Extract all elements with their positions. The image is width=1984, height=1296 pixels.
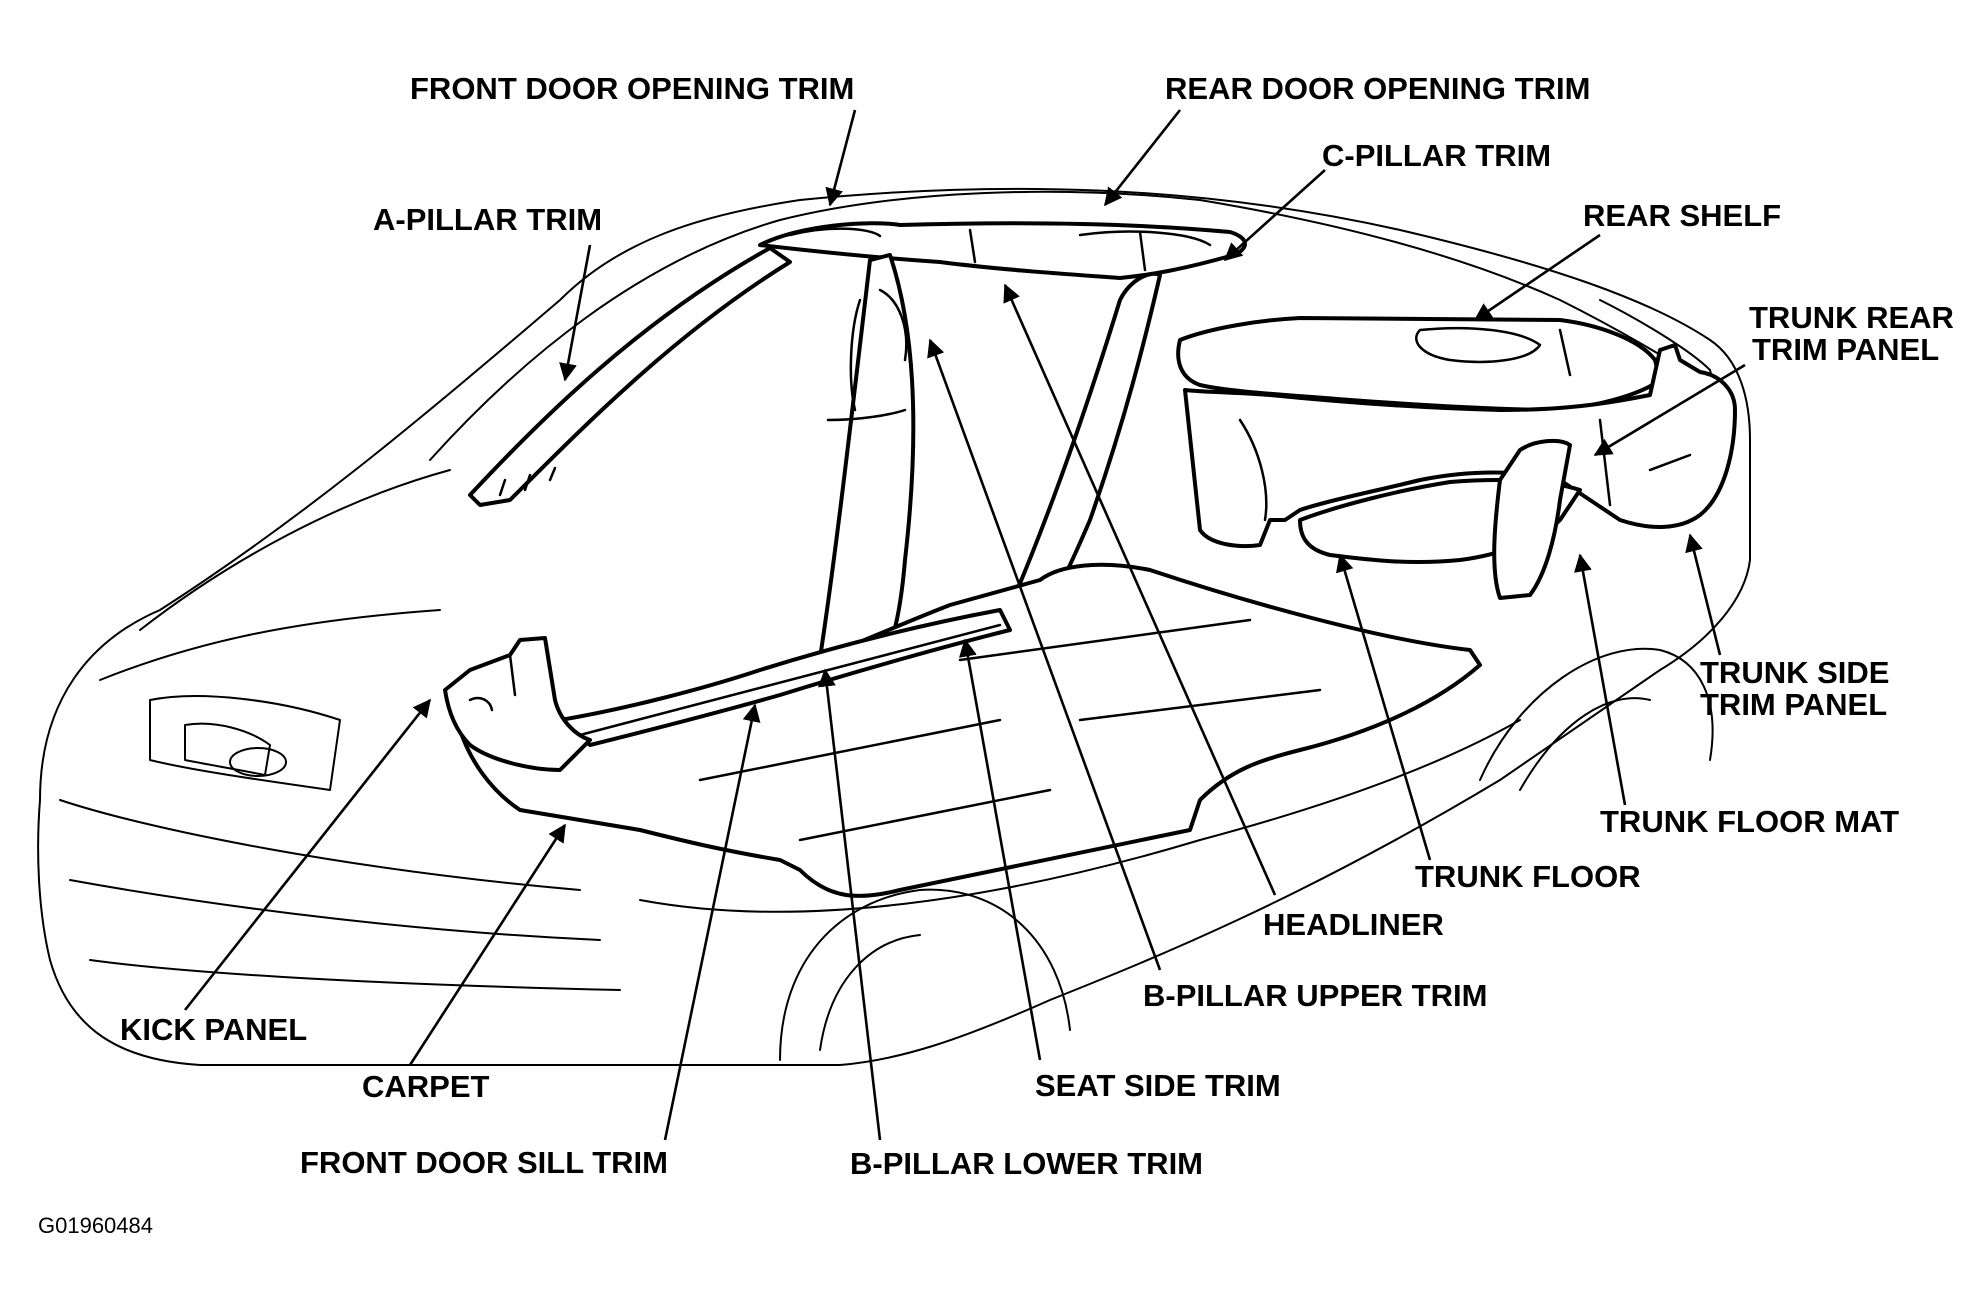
label-trunk-side-trim-panel-line1: TRUNK SIDE	[1700, 655, 1889, 690]
label-trunk-rear-trim-panel-line1: TRUNK REAR	[1749, 300, 1954, 335]
leader-trunk-rear-trim-panel	[1593, 363, 1746, 457]
label-trunk-floor: TRUNK FLOOR	[1415, 859, 1641, 894]
label-front-door-sill-trim: FRONT DOOR SILL TRIM	[300, 1145, 668, 1180]
b-pillar-trim-part	[818, 253, 916, 682]
leader-trunk-floor	[1336, 553, 1432, 861]
leader-seat-side-trim	[959, 638, 1042, 1061]
label-front-door-opening-trim: FRONT DOOR OPENING TRIM	[410, 71, 854, 106]
label-seat-side-trim: SEAT SIDE TRIM	[1035, 1068, 1281, 1103]
leader-headliner	[1003, 283, 1277, 896]
leader-rear-door-opening-trim	[1103, 109, 1182, 207]
headliner-part	[758, 221, 1247, 280]
label-c-pillar-trim: C-PILLAR TRIM	[1322, 138, 1551, 173]
leader-kick-panel	[183, 698, 432, 1011]
label-b-pillar-lower-trim: B-PILLAR LOWER TRIM	[850, 1146, 1203, 1181]
leader-front-door-sill-trim	[663, 703, 761, 1141]
kick-panel-part	[443, 636, 592, 772]
leader-trunk-side-trim-panel	[1685, 533, 1722, 656]
leader-lines	[183, 109, 1746, 1141]
leader-b-pillar-upper-trim	[927, 338, 1162, 971]
label-trunk-rear-trim-panel-line2: TRIM PANEL	[1752, 332, 1939, 367]
leader-b-pillar-lower-trim	[817, 668, 882, 1141]
leader-trunk-floor-mat	[1574, 553, 1627, 806]
leader-carpet	[408, 823, 567, 1066]
leader-a-pillar-trim	[559, 244, 592, 382]
car-body-outline	[37, 187, 1751, 1066]
label-kick-panel: KICK PANEL	[120, 1012, 307, 1047]
labels: FRONT DOOR OPENING TRIM REAR DOOR OPENIN…	[38, 71, 1954, 1238]
a-pillar-trim-part	[468, 246, 792, 507]
leader-c-pillar-trim	[1223, 169, 1326, 262]
figure-code: G01960484	[38, 1213, 153, 1238]
leader-front-door-opening-trim	[825, 109, 857, 207]
label-b-pillar-upper-trim: B-PILLAR UPPER TRIM	[1143, 978, 1487, 1013]
label-rear-door-opening-trim: REAR DOOR OPENING TRIM	[1165, 71, 1590, 106]
label-trunk-side-trim-panel-line2: TRIM PANEL	[1700, 687, 1887, 722]
leader-rear-shelf	[1473, 233, 1601, 322]
trunk-panels-part	[1183, 343, 1737, 600]
label-a-pillar-trim: A-PILLAR TRIM	[373, 202, 602, 237]
label-carpet: CARPET	[362, 1069, 490, 1104]
front-door-sill-trim-part	[558, 608, 1012, 747]
label-rear-shelf: REAR SHELF	[1583, 198, 1781, 233]
label-trunk-floor-mat: TRUNK FLOOR MAT	[1600, 804, 1899, 839]
label-headliner: HEADLINER	[1263, 907, 1444, 942]
